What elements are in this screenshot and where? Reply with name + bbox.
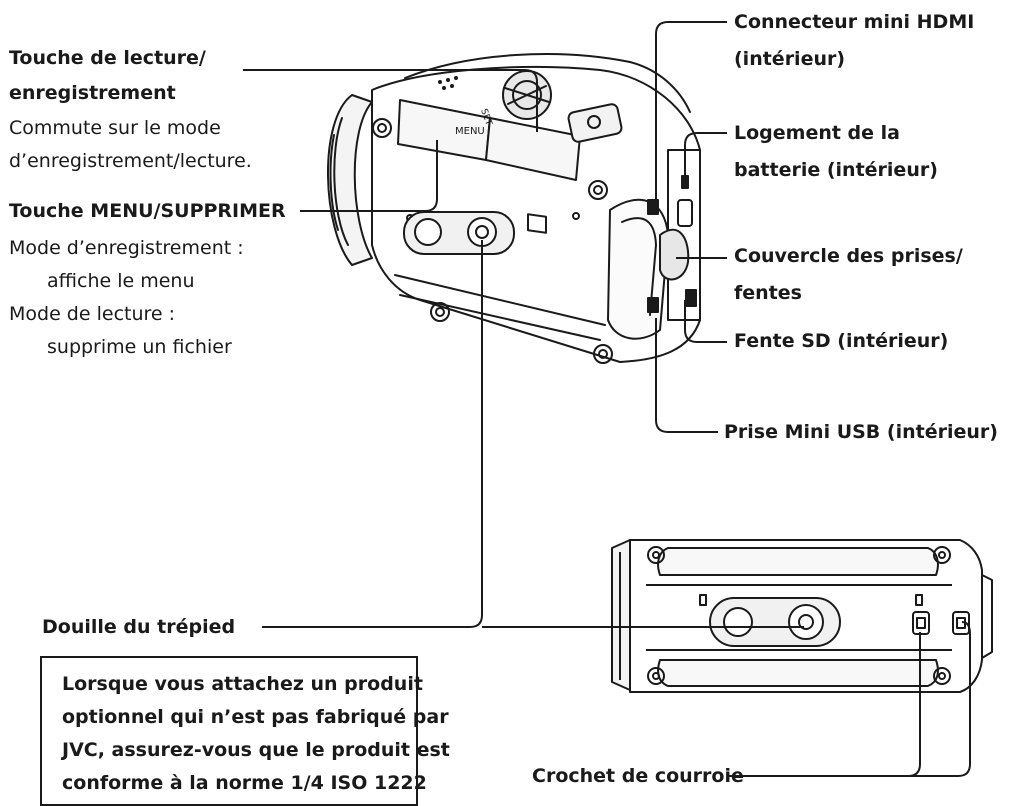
label-strap: Crochet de courroie: [532, 765, 744, 787]
label-menu-desc-4: supprime un fichier: [47, 336, 232, 358]
leader-usb: [655, 318, 718, 433]
label-play-rec-title: Touche de lecture/: [9, 47, 206, 69]
camera-menu-print: MENU: [455, 126, 485, 137]
label-cover-2: fentes: [734, 282, 802, 304]
label-battery: Logement de la: [734, 122, 900, 144]
label-menu-desc-3: Mode de lecture :: [9, 303, 176, 325]
label-tripod: Douille du trépied: [42, 616, 236, 638]
label-menu-title: Touche MENU/SUPPRIMER: [9, 200, 286, 222]
label-play-rec-desc: Commute sur le mode: [9, 117, 221, 139]
note-line-2: optionnel qui n’est pas fabriqué par: [62, 706, 449, 728]
label-hdmi-2: (intérieur): [734, 48, 846, 70]
label-battery-2: batterie (intérieur): [734, 159, 938, 181]
label-sd: Fente SD (intérieur): [734, 330, 949, 352]
leader-sd: [684, 300, 727, 343]
leader-battery: [684, 132, 727, 183]
leader-tripod: [262, 240, 483, 628]
label-cover: Couvercle des prises/: [734, 245, 963, 267]
label-usb: Prise Mini USB (intérieur): [724, 421, 998, 443]
label-play-rec-title-2: enregistrement: [9, 82, 176, 104]
compatibility-note-box: Lorsque vous attachez un produit optionn…: [40, 656, 450, 806]
leader-play-rec: [243, 69, 538, 132]
label-play-rec-desc-2: d’enregistrement/lecture.: [9, 150, 252, 172]
label-menu-desc-2: affiche le menu: [47, 270, 195, 292]
label-menu-desc-1: Mode d’enregistrement :: [9, 237, 244, 259]
note-line-4: conforme à la norme 1/4 ISO 1222: [62, 772, 427, 794]
leader-hdmi: [655, 21, 727, 215]
leader-menu: [300, 140, 438, 212]
leader-strap: [727, 621, 971, 777]
note-line-1: Lorsque vous attachez un produit: [62, 673, 423, 695]
note-line-3: JVC, assurez-vous que le produit est: [62, 739, 450, 761]
label-hdmi: Connecteur mini HDMI: [734, 11, 975, 33]
